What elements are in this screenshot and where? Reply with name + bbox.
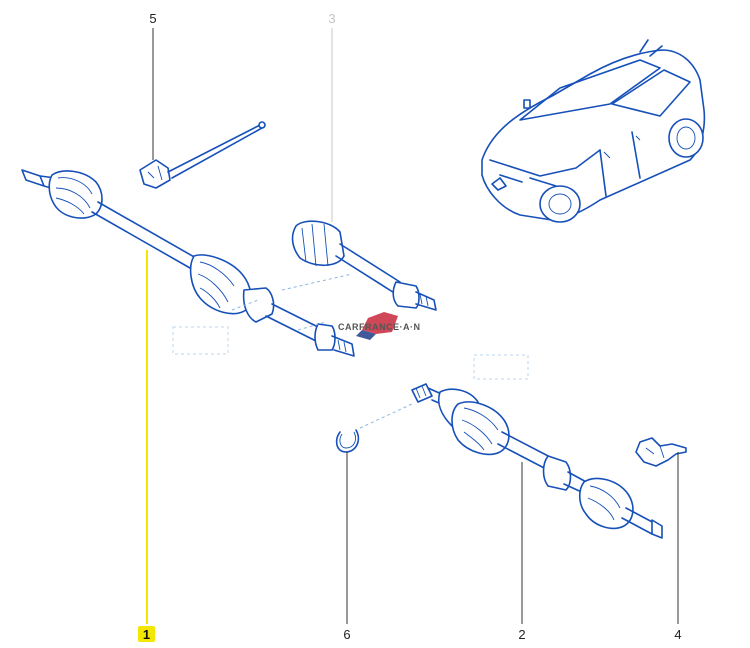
callout-1[interactable]: 1 xyxy=(138,626,155,642)
callout-1-label: 1 xyxy=(143,627,150,642)
leader-lines xyxy=(146,28,679,624)
bracket-part-4[interactable] xyxy=(635,437,687,467)
carfrance-flag-logo xyxy=(362,312,398,334)
callout-2-label[interactable]: 2 xyxy=(518,627,525,642)
intermediate-shaft-part-3[interactable] xyxy=(291,220,437,311)
callout-5-label[interactable]: 5 xyxy=(149,11,156,26)
callout-1-highlight xyxy=(138,626,155,642)
vehicle-illustration xyxy=(481,39,706,223)
callout-3-label[interactable]: 3 xyxy=(328,11,335,26)
snap-ring-part-6[interactable] xyxy=(335,429,360,453)
drive-shaft-part-2[interactable] xyxy=(411,383,663,539)
sensor-part-5[interactable] xyxy=(139,121,266,189)
watermark-text: CARFRANCE·A·N xyxy=(338,322,421,332)
callout-4-label[interactable]: 4 xyxy=(674,627,681,642)
drive-shaft-part-1[interactable] xyxy=(21,169,355,357)
callout-labels: 1 2 3 4 5 6 xyxy=(138,11,682,642)
assembly-guides xyxy=(172,273,529,429)
callout-6-label[interactable]: 6 xyxy=(343,627,350,642)
carfrance-watermark: CARFRANCE·A·N xyxy=(338,312,421,340)
